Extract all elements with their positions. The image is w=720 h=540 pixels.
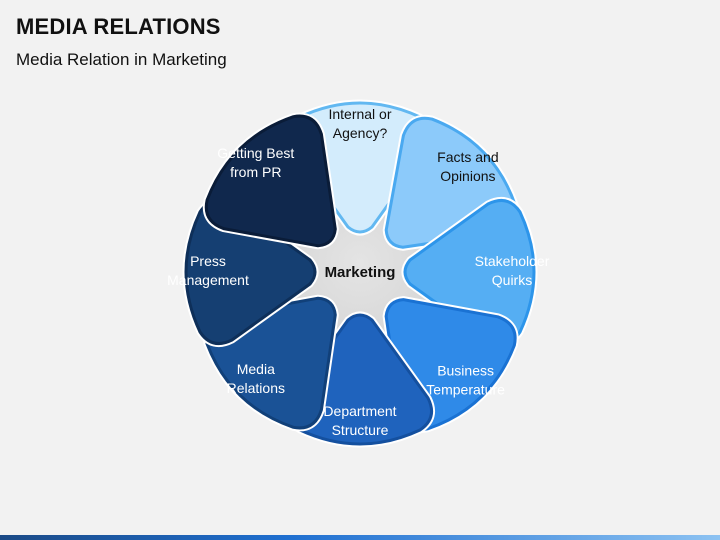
center-label: Marketing [325, 264, 396, 281]
petal-label-line2: Agency? [333, 125, 388, 141]
petal-label-line2: Opinions [440, 168, 495, 184]
petal-label-line1: Department [323, 403, 396, 419]
petal-shape [204, 114, 337, 248]
petal-label-line2: Structure [332, 422, 389, 438]
petal-label-line1: Business [437, 362, 494, 378]
petal-label-line2: Management [167, 272, 249, 288]
petal-label-line2: Temperature [426, 381, 505, 397]
bottom-accent-bar [0, 535, 720, 540]
petal-label-line2: from PR [230, 164, 281, 180]
petal-label-line1: Stakeholder [475, 253, 550, 269]
petal-label-line1: Internal or [328, 106, 391, 122]
petal-label-line1: Getting Best [217, 145, 294, 161]
petal-label-line1: Facts and [437, 149, 498, 165]
petal-label-line2: Relations [227, 380, 285, 396]
petal-label-line2: Quirks [492, 272, 532, 288]
petal-label-line1: Press [190, 253, 226, 269]
slide-title: MEDIA RELATIONS [16, 14, 221, 39]
petal-label-line1: Media [237, 361, 275, 377]
petal: Getting Best from PR [202, 112, 339, 250]
slide-subtitle: Media Relation in Marketing [16, 50, 227, 69]
petals-group: Internal or Agency? Facts andOpinionsStake… [167, 99, 550, 448]
